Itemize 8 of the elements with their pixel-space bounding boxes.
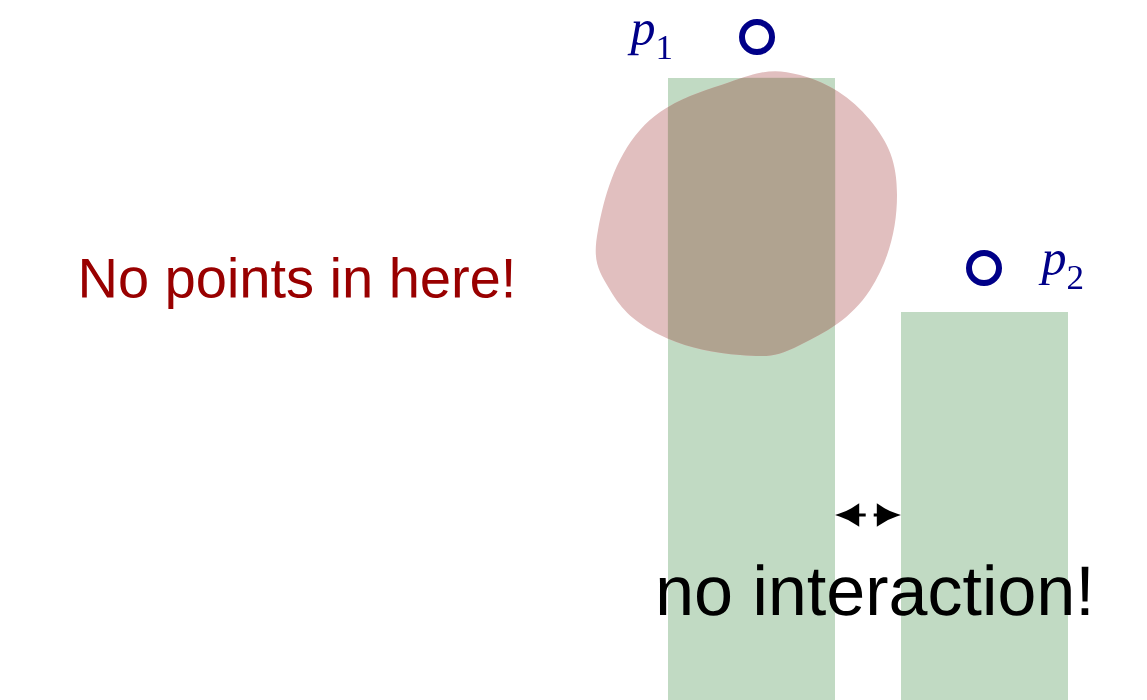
point-marker [739, 19, 775, 55]
arrow [838, 504, 898, 526]
blob-shape [595, 71, 897, 357]
point-label: No points in here! [82, 256, 512, 310]
point-label: p$_{1}$ [627, 20, 671, 60]
point-label: p$_{2}$ [1038, 250, 1083, 290]
point-marker [966, 250, 1002, 286]
edge-label: no interaction! [659, 564, 1089, 616]
